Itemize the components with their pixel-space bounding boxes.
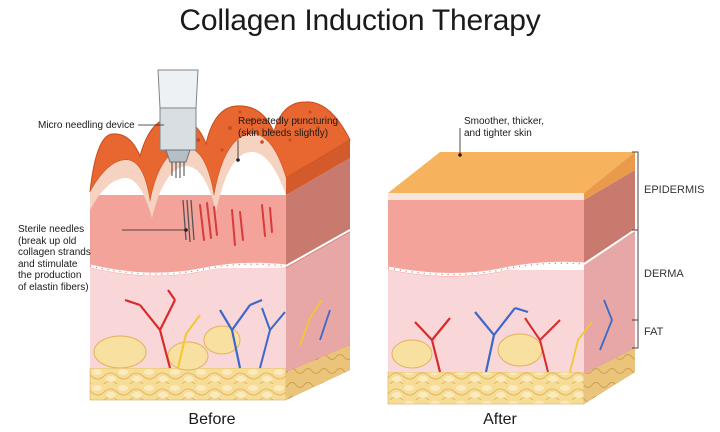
label-fat: FAT (644, 326, 664, 338)
label-epidermis: EPIDERMIS (644, 184, 705, 196)
caption-after: After (483, 411, 517, 428)
micro-needling-device-icon (157, 69, 199, 178)
page-title: Collagen Induction Therapy (179, 4, 541, 37)
caption-before: Before (188, 411, 236, 428)
sterile-needles-icon (182, 199, 195, 243)
layer-bracket (632, 151, 639, 349)
label-micro-needling-device: Micro needling device (38, 120, 135, 131)
label-repeatedly-puncturing: Repeatedly puncturing (skin bleeds sligh… (238, 116, 339, 139)
label-sterile-needles: Sterile needles (break up old collagen s… (18, 224, 91, 293)
before-skin-block (89, 101, 351, 401)
label-smoother-skin: Smoother, thicker, and tighter skin (464, 116, 545, 139)
label-derma: DERMA (644, 268, 684, 280)
after-skin-block (387, 152, 636, 405)
